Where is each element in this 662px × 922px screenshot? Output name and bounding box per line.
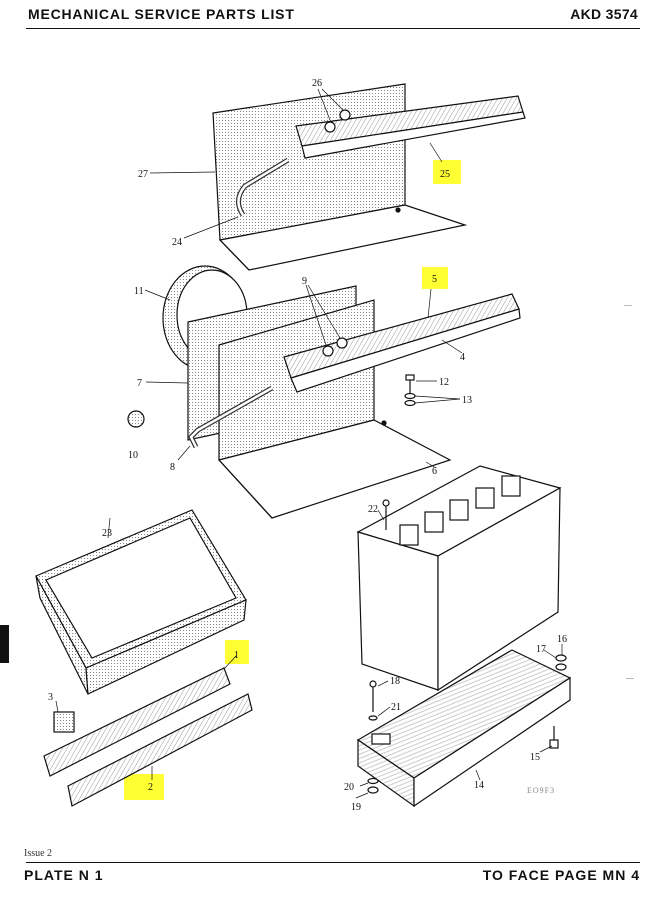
margin-mark xyxy=(626,678,634,679)
highlight-25 xyxy=(433,160,461,184)
callout-23: 23 xyxy=(102,528,112,539)
callout-27: 27 xyxy=(138,169,148,180)
callout-24: 24 xyxy=(172,237,182,248)
highlight-2 xyxy=(124,774,164,800)
leader-lines xyxy=(55,88,563,799)
callout-10: 10 xyxy=(128,450,138,461)
callout-20: 20 xyxy=(344,782,354,793)
callout-numbers: 26 27 25 24 11 9 5 4 7 12 13 10 8 6 22 2… xyxy=(48,78,567,813)
drawing-reference: EO9F3 xyxy=(527,786,555,795)
callout-1: 1 xyxy=(234,650,239,661)
callout-2: 2 xyxy=(148,782,153,793)
page-header-title: MECHANICAL SERVICE PARTS LIST xyxy=(28,6,295,22)
issue-label: Issue 2 xyxy=(24,848,53,859)
battery xyxy=(356,465,562,692)
header-rule xyxy=(26,28,640,29)
margin-mark xyxy=(624,305,632,306)
callout-16: 16 xyxy=(557,634,567,645)
highlight-5 xyxy=(422,267,448,289)
lower-bracket-assembly xyxy=(127,265,521,519)
callout-13: 13 xyxy=(462,395,472,406)
callout-11: 11 xyxy=(134,286,144,297)
edge-tab-marker xyxy=(0,625,9,663)
footer-rule xyxy=(26,862,640,863)
highlight-1 xyxy=(225,640,249,664)
callout-3: 3 xyxy=(48,692,53,703)
callout-9: 9 xyxy=(302,276,307,287)
callout-highlights xyxy=(124,160,461,800)
callout-17: 17 xyxy=(536,644,546,655)
callout-12: 12 xyxy=(439,377,449,388)
callout-21: 21 xyxy=(391,702,401,713)
callout-5: 5 xyxy=(432,274,437,285)
wooden-support-block xyxy=(356,649,572,808)
callout-15: 15 xyxy=(530,752,540,763)
callout-4: 4 xyxy=(460,352,465,363)
tray-rails xyxy=(43,667,253,807)
callout-25: 25 xyxy=(440,169,450,180)
callout-8: 8 xyxy=(170,462,175,473)
callout-14: 14 xyxy=(474,780,484,791)
callout-22: 22 xyxy=(368,504,378,515)
battery-tray xyxy=(35,509,247,695)
callout-26: 26 xyxy=(312,78,322,89)
plate-label: PLATE N 1 xyxy=(24,867,104,883)
upper-bracket-assembly xyxy=(212,83,526,271)
callout-19: 19 xyxy=(351,802,361,813)
callout-7: 7 xyxy=(137,378,142,389)
callout-18: 18 xyxy=(390,676,400,687)
facing-page-label: TO FACE PAGE MN 4 xyxy=(482,867,640,883)
page-header-code: AKD 3574 xyxy=(570,6,638,22)
callout-6: 6 xyxy=(432,466,437,477)
